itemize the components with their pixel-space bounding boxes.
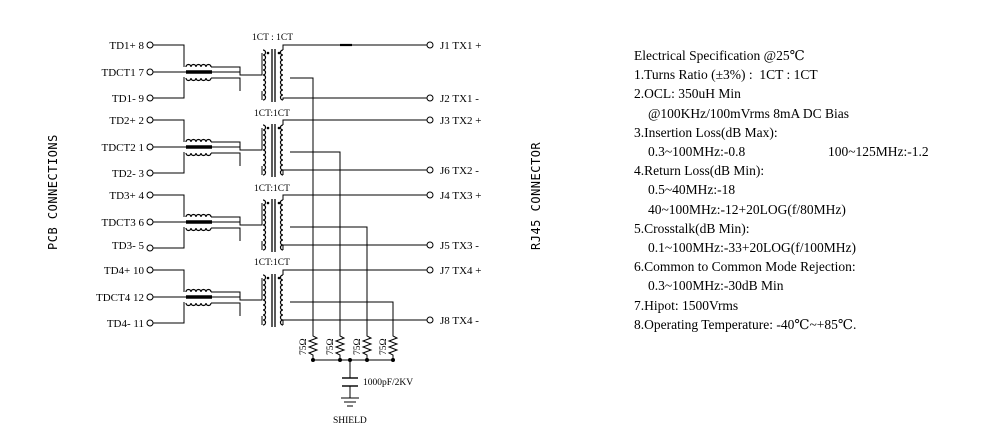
pcb-pin-td1p: TD1+ 8 (109, 40, 144, 52)
pcb-pin-td3n: TD3- 5 (112, 240, 145, 252)
spec-cmrr-value: 0.3~100MHz:-30dB Min (648, 278, 784, 294)
pcb-pin-td2p: TD2+ 2 (109, 115, 144, 127)
electrical-specification: Electrical Specification @25℃ 1.Turns Ra… (634, 46, 994, 334)
spec-return-loss-low: 0.5~40MHz:-18 (648, 182, 736, 198)
capacitor-symbol (342, 377, 358, 387)
spec-crosstalk: 5.Crosstalk(dB Min): (634, 220, 750, 236)
transformer-channel-3 (147, 192, 283, 252)
resistor-label-2: 75Ω (326, 338, 336, 355)
pcb-pin-td3p: TD3+ 4 (109, 190, 144, 202)
rj45-connector-label: RJ45 CONNECTOR (529, 142, 543, 250)
pcb-pin-tdct3: TDCT3 6 (102, 217, 145, 229)
rj45-pin-j6: J6 TX2 - (440, 165, 479, 177)
rj45-pin-j2: J2 TX1 - (440, 93, 479, 105)
spec-insertion-loss-high: 100~125MHz:-1.2 (828, 144, 929, 160)
spec-return-loss: 4.Return Loss(dB Min): (634, 163, 765, 179)
ratio-label-1: 1CT : 1CT (252, 33, 293, 43)
spec-ocl-condition: @100KHz/100mVrms 8mA DC Bias (648, 105, 849, 121)
spec-title: Electrical Specification @25℃ (634, 48, 805, 63)
pcb-pin-tdct1: TDCT1 7 (102, 67, 145, 79)
spec-turns-ratio: 1.Turns Ratio (±3%) : 1CT : 1CT (634, 67, 818, 83)
pcb-connections-label: PCB CONNECTIONS (46, 134, 60, 250)
pcb-pin-td2n: TD2- 3 (112, 168, 145, 180)
capacitor-label: 1000pF/2KV (363, 378, 413, 388)
ratio-label-2: 1CT:1CT (254, 109, 290, 119)
shield-label: SHIELD (333, 416, 367, 426)
resistor-label-4: 75Ω (379, 338, 389, 355)
rj45-pin-j7: J7 TX4 + (440, 265, 481, 277)
ground-symbol (341, 397, 359, 407)
rj45-pin-j8: J8 TX4 - (440, 315, 479, 327)
pcb-pin-tdct2: TDCT2 1 (102, 142, 144, 154)
pcb-pin-tdct4: TDCT4 12 (96, 292, 144, 304)
spec-insertion-loss: 3.Insertion Loss(dB Max): (634, 124, 778, 140)
transformer-channel-4 (147, 267, 283, 327)
spec-crosstalk-value: 0.1~100MHz:-33+20LOG(f/100MHz) (648, 240, 857, 256)
spec-operating-temperature: 8.Operating Temperature: -40℃~+85℃. (634, 316, 857, 332)
ratio-label-3: 1CT:1CT (254, 184, 290, 194)
spec-return-loss-high: 40~100MHz:-12+20LOG(f/80MHz) (648, 201, 846, 217)
transformer-channel-2 (147, 117, 283, 177)
schematic-diagram: PCB CONNECTIONS RJ45 CONNECTOR 1CT : 1CT… (46, 33, 543, 426)
rj45-pin-j3: J3 TX2 + (440, 115, 481, 127)
rj45-pin-j4: J4 TX3 + (440, 190, 481, 202)
spec-insertion-loss-values: 0.3~100MHz:-0.8 100~125MHz:-1.2 (634, 142, 994, 161)
spec-insertion-loss-low: 0.3~100MHz:-0.8 (648, 144, 746, 160)
termination-resistors (307, 332, 399, 358)
resistor-label-3: 75Ω (353, 338, 363, 355)
spec-ocl: 2.OCL: 350uH Min (634, 86, 741, 102)
transformer-channel-1 (147, 42, 283, 102)
spec-hipot: 7.Hipot: 1500Vrms (634, 297, 739, 313)
spec-cmrr: 6.Common to Common Mode Rejection: (634, 259, 856, 275)
pcb-pin-td4p: TD4+ 10 (104, 265, 145, 277)
pcb-pin-td4n: TD4- 11 (107, 318, 144, 330)
resistor-label-1: 75Ω (299, 338, 309, 355)
pcb-pin-td1n: TD1- 9 (112, 93, 145, 105)
rj45-pin-j5: J5 TX3 - (440, 240, 479, 252)
rj45-pin-j1: J1 TX1 + (440, 40, 481, 52)
ratio-label-4: 1CT:1CT (254, 258, 290, 268)
